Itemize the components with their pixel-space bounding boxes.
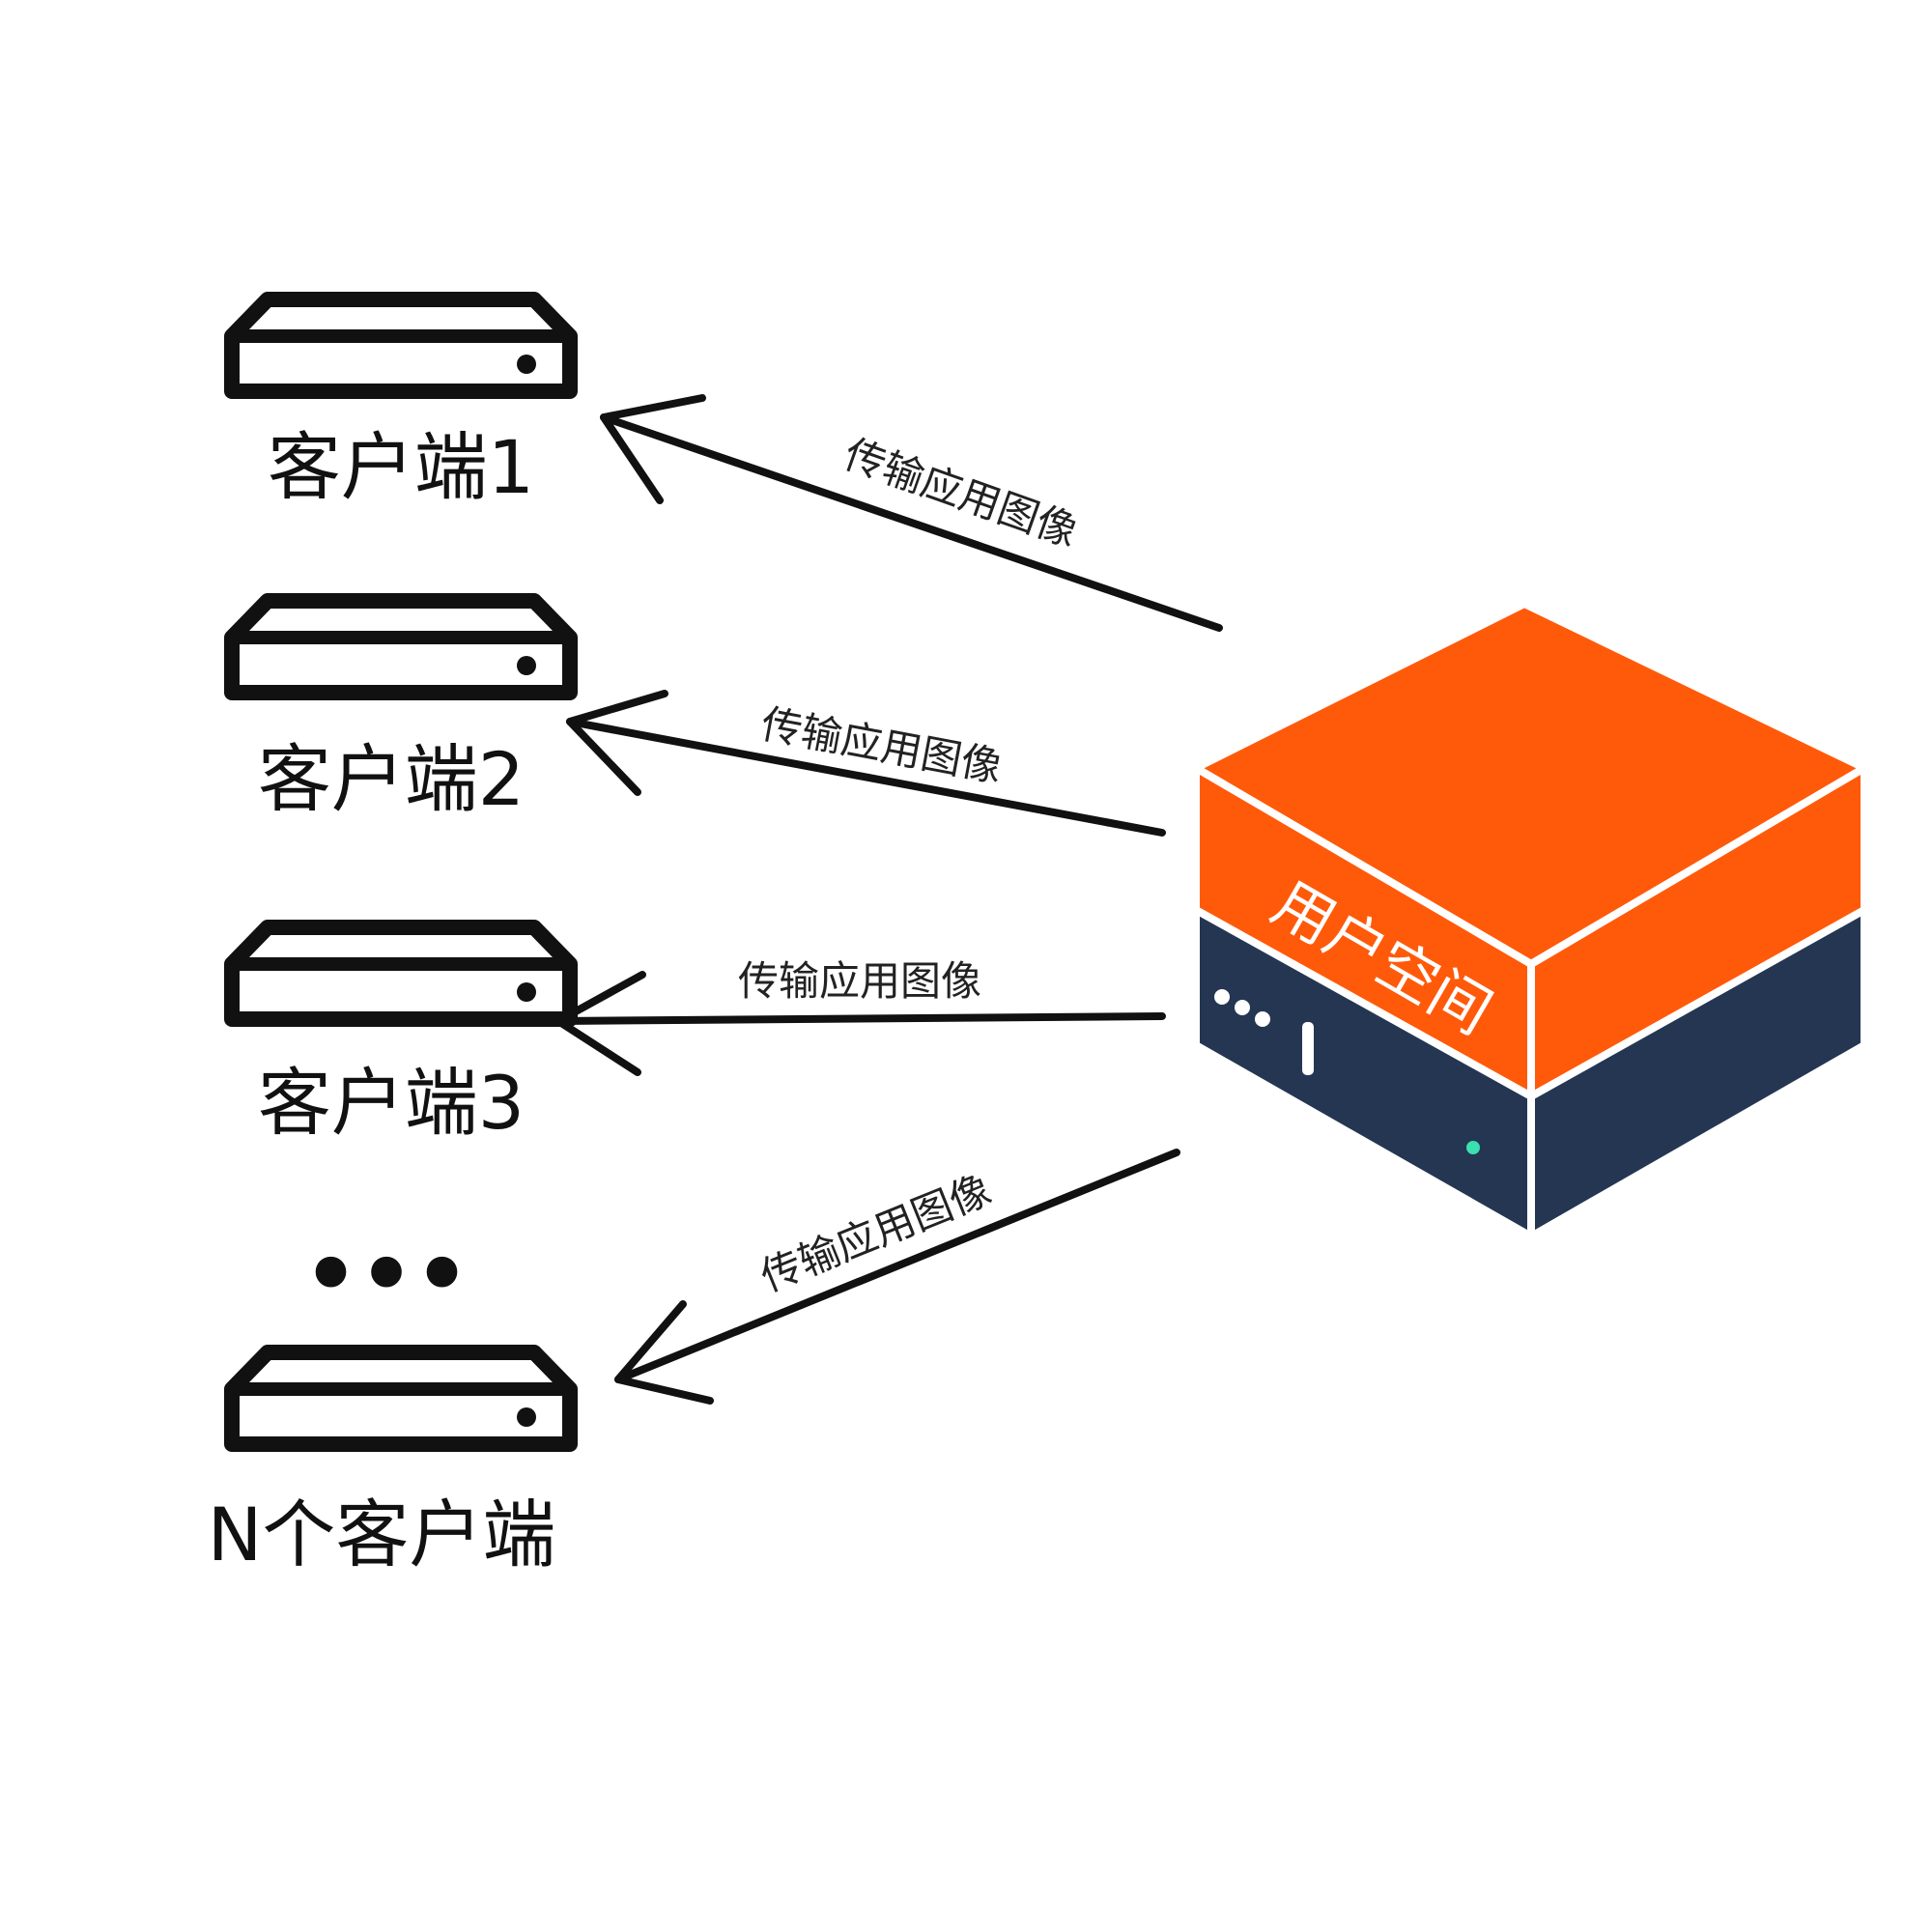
arrow-4: 传输应用图像 bbox=[614, 1149, 1180, 1405]
client-label: 客户端3 bbox=[258, 1060, 525, 1146]
client-device-icon bbox=[224, 1345, 578, 1452]
status-led-icon bbox=[1466, 1141, 1480, 1154]
drive-slot-icon bbox=[1302, 1022, 1314, 1075]
indicator-dot-icon bbox=[1235, 1000, 1250, 1015]
client-label: 客户端1 bbox=[268, 424, 534, 510]
client-label: N个客户端 bbox=[208, 1492, 556, 1577]
client-3: 客户端3 bbox=[224, 920, 578, 1146]
client-2: 客户端2 bbox=[224, 593, 578, 822]
client-device-icon bbox=[224, 593, 578, 700]
client-device-icon bbox=[224, 292, 578, 399]
arrow-label: 传输应用图像 bbox=[738, 957, 981, 1005]
server-box: 用户空间 bbox=[1192, 600, 1868, 1240]
arrow-2: 传输应用图像 bbox=[566, 690, 1166, 837]
client-label: 客户端2 bbox=[258, 736, 525, 822]
arrow-3: 传输应用图像 bbox=[554, 957, 1166, 1076]
indicator-dot-icon bbox=[1214, 989, 1230, 1005]
more-clients-ellipsis: ••• bbox=[303, 1224, 470, 1325]
server-right-navy-face bbox=[1527, 906, 1868, 1240]
arrow-label: 传输应用图像 bbox=[754, 1166, 998, 1301]
indicator-dot-icon bbox=[1255, 1011, 1270, 1027]
client-n: N个客户端 bbox=[208, 1345, 578, 1577]
arrow-1: 传输应用图像 bbox=[600, 394, 1223, 632]
client-1: 客户端1 bbox=[224, 292, 578, 510]
client-device-icon bbox=[224, 920, 578, 1027]
